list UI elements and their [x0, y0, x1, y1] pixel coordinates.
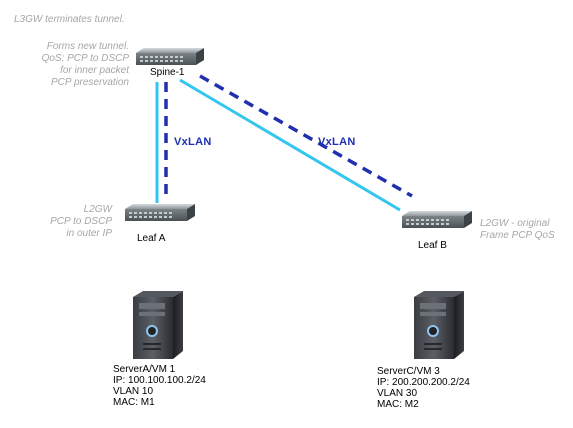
leafa-note-line-1: L2GW — [83, 204, 112, 215]
serverc-tower-icon — [414, 291, 464, 359]
spine-switch-icon — [136, 48, 204, 65]
leafb-switch-icon — [402, 211, 472, 228]
leafb-note-line-2: Frame PCP QoS — [480, 230, 555, 241]
vxlan-label-right: VxLAN — [318, 136, 356, 148]
l3gw-note: L3GW terminates tunnel. — [14, 14, 125, 25]
serverc-info: ServerC/VM 3 IP: 200.200.200.2/24 VLAN 3… — [377, 366, 470, 410]
servera-mac: MAC: M1 — [113, 397, 155, 408]
leafa-switch-icon — [125, 204, 195, 221]
servera-tower-icon — [133, 291, 183, 359]
leafa-note-line-3: in outer IP — [66, 228, 112, 239]
servera-info: ServerA/VM 1 IP: 100.100.100.2/24 VLAN 1… — [113, 364, 206, 408]
spine-note: Forms new tunnel. QoS: PCP to DSCP for i… — [14, 41, 129, 89]
serverc-name: ServerC/VM 3 — [377, 366, 440, 377]
vxlan-label-left: VxLAN — [174, 136, 212, 148]
serverc-mac: MAC: M2 — [377, 399, 419, 410]
servera-name: ServerA/VM 1 — [113, 364, 176, 375]
leafa-label: Leaf A — [137, 233, 166, 244]
leafb-label: Leaf B — [418, 240, 447, 251]
vxlan-tunnel-right — [199, 74, 413, 198]
leafb-note: L2GW - original Frame PCP QoS — [480, 218, 555, 242]
spine-note-line-2: QoS: PCP to DSCP — [41, 53, 129, 64]
spine-note-line-4: PCP preservation — [51, 77, 129, 88]
serverc-vlan: VLAN 30 — [377, 388, 418, 399]
spine-label: Spine-1 — [150, 67, 185, 78]
spine-note-line-1: Forms new tunnel. — [46, 41, 129, 52]
servera-vlan: VLAN 10 — [113, 386, 154, 397]
link-spine-leafb — [179, 78, 401, 212]
serverc-ip: IP: 200.200.200.2/24 — [377, 377, 470, 388]
leafb-note-line-1: L2GW - original — [480, 218, 550, 229]
spine-note-line-3: for inner packet — [60, 65, 129, 76]
servera-ip: IP: 100.100.100.2/24 — [113, 375, 206, 386]
leafa-note: L2GW PCP to DSCP in outer IP — [30, 204, 112, 240]
leafa-note-line-2: PCP to DSCP — [50, 216, 112, 227]
